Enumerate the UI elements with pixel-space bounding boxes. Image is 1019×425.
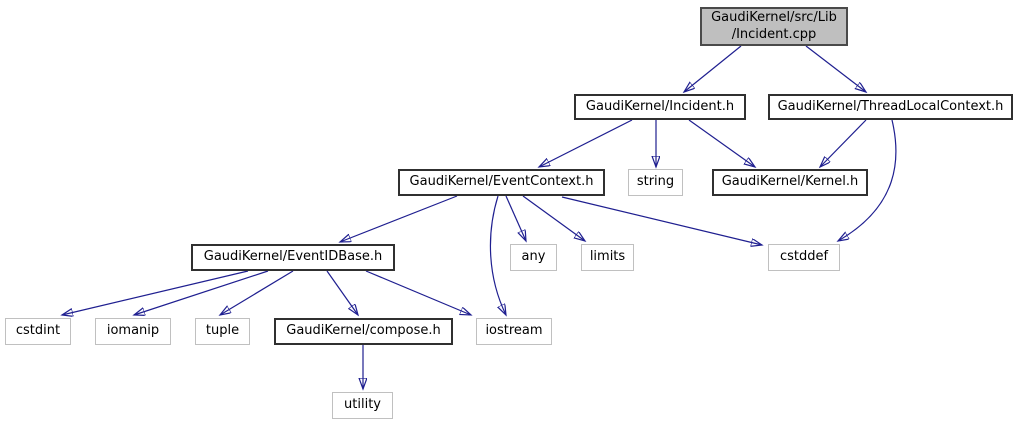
edge-threadlocal-cstddef (838, 119, 897, 241)
node-string: string (628, 169, 683, 196)
node-iostream-label: iostream (485, 323, 543, 339)
edge-eventcontext-cstddef (561, 196, 762, 245)
edge-incidenth-kernel (688, 119, 755, 167)
edge-threadlocal-kernel (820, 119, 867, 167)
node-threadlocalcontext-h-label: GaudiKernel/ThreadLocalContext.h (777, 98, 1004, 114)
node-tuple-label: tuple (205, 323, 240, 339)
node-eventidbase-h-label: GaudiKernel/EventIDBase.h (203, 249, 383, 265)
node-cstddef-label: cstddef (779, 249, 829, 265)
edge-eventidbase-iomanip (134, 270, 269, 315)
node-cstdint-label: cstdint (15, 323, 61, 339)
node-incident-cpp: GaudiKernel/src/Lib /Incident.cpp (700, 7, 848, 46)
node-iomanip-label: iomanip (106, 323, 160, 339)
node-utility-label: utility (344, 397, 381, 413)
edge-incidentcpp-threadlocal (805, 45, 866, 92)
node-tuple: tuple (195, 318, 250, 345)
node-cstdint: cstdint (5, 318, 71, 345)
edge-eventidbase-compose (326, 270, 358, 315)
node-eventidbase-h[interactable]: GaudiKernel/EventIDBase.h (191, 244, 395, 271)
node-eventcontext-h-label: GaudiKernel/EventContext.h (409, 174, 594, 190)
node-limits-label: limits (589, 249, 626, 265)
node-kernel-h-label: GaudiKernel/Kernel.h (721, 174, 859, 190)
node-cstddef: cstddef (768, 244, 840, 271)
node-string-label: string (636, 174, 675, 190)
edge-incidenth-eventcontext (539, 119, 633, 167)
node-incident-h-label: GaudiKernel/Incident.h (585, 98, 735, 114)
node-any: any (510, 244, 557, 271)
edge-eventidbase-iostream (365, 270, 471, 315)
node-threadlocalcontext-h[interactable]: GaudiKernel/ThreadLocalContext.h (768, 94, 1013, 120)
node-iostream: iostream (476, 318, 552, 345)
edge-incidentcpp-incidenth (684, 45, 742, 92)
node-limits: limits (581, 244, 634, 271)
node-kernel-h[interactable]: GaudiKernel/Kernel.h (712, 169, 868, 196)
edge-eventidbase-tuple (220, 270, 294, 315)
node-compose-h-label: GaudiKernel/compose.h (286, 323, 441, 339)
node-eventcontext-h[interactable]: GaudiKernel/EventContext.h (398, 169, 605, 196)
node-iomanip: iomanip (95, 318, 171, 345)
node-incident-h[interactable]: GaudiKernel/Incident.h (574, 94, 746, 120)
node-incident-cpp-label-line1: GaudiKernel/src/Lib (711, 10, 837, 26)
node-compose-h[interactable]: GaudiKernel/compose.h (274, 318, 453, 345)
node-incident-cpp-label-line2: /Incident.cpp (731, 26, 817, 42)
node-utility: utility (332, 392, 393, 419)
edge-eventcontext-iostream (489, 195, 506, 315)
edge-eventcontext-eventidbase (340, 195, 458, 242)
edge-eventidbase-cstdint (62, 270, 249, 315)
node-any-label: any (521, 249, 546, 265)
edge-eventcontext-any (505, 195, 526, 241)
edge-eventcontext-limits (522, 195, 585, 241)
